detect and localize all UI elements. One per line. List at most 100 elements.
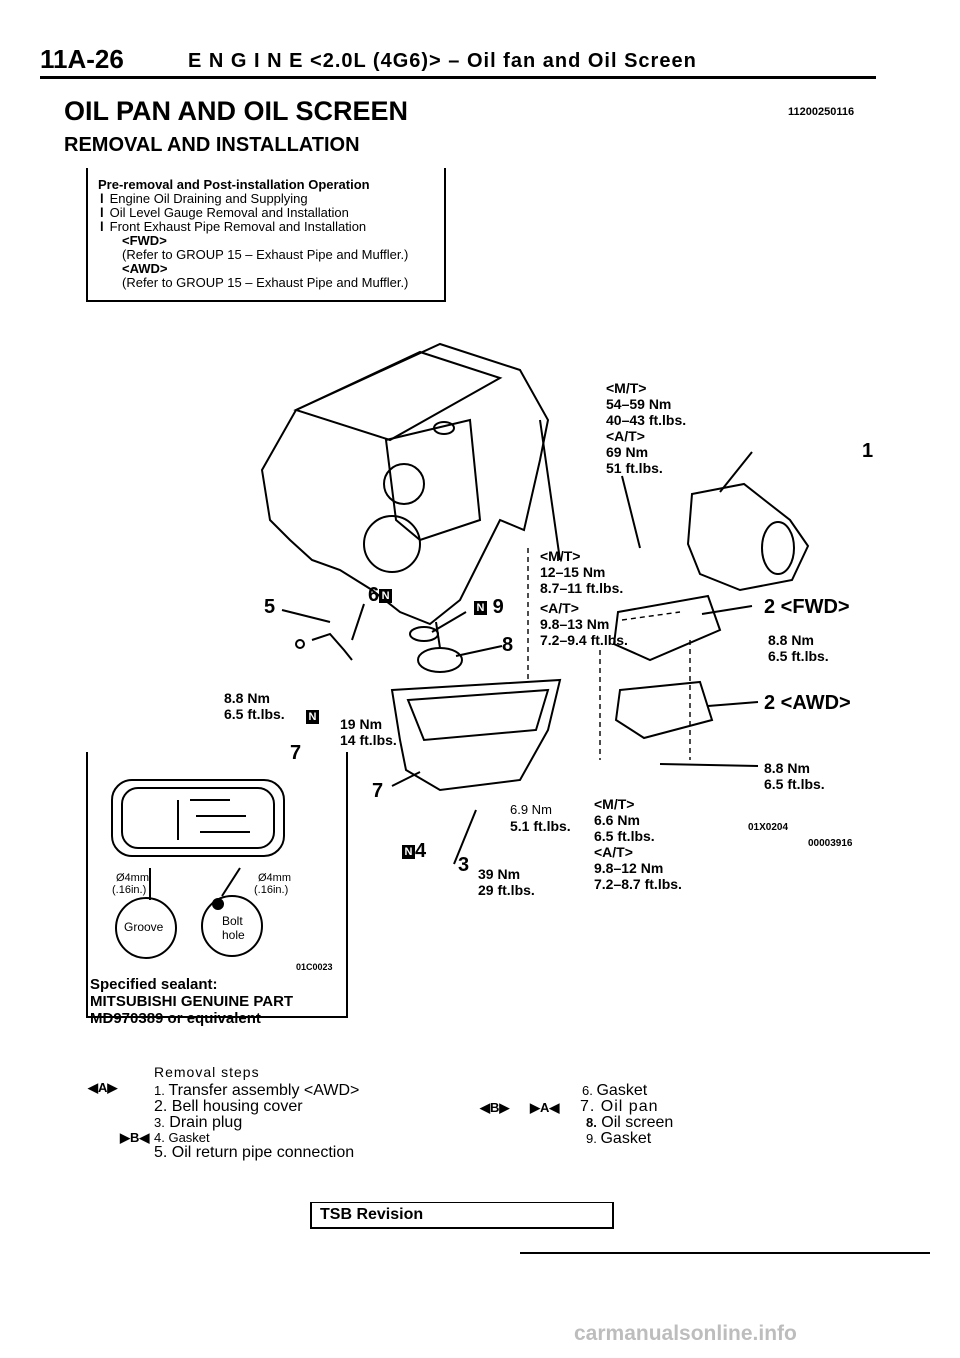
torque-2-at-nm: 9.8–13 Nm [540,616,610,632]
torque-5-nm: 8.8 Nm [764,760,810,776]
torque-9-at: <A/T> [594,844,633,860]
fwd-reference: (Refer to GROUP 15 – Exhaust Pipe and Mu… [122,247,409,262]
torque-1-mt: <M/T> [606,380,647,396]
removal-step-8: 8. Oil screen [586,1114,674,1131]
cam-pulley [383,463,425,505]
torque-9-mt-nm: 6.6 Nm [594,812,640,828]
oil-screen-body [417,647,463,673]
torque-2-mt-nm: 12–15 Nm [540,564,606,580]
oil-filler-cap [433,421,455,435]
sealant-number: MD970389 or equivalent [90,1010,261,1027]
callout-5: 5 [264,596,276,618]
torque-2-at: <A/T> [540,600,579,616]
inset-oil-pan [111,779,285,959]
pre-operation-item: Oil Level Gauge Removal and Installation [100,205,349,221]
new-part-badge-19nm: N [306,708,319,726]
callout-8: 8 [502,634,514,656]
removal-step-2: 2. Bell housing cover [154,1098,303,1115]
tsb-revision-box: TSB Revision [310,1202,614,1229]
engine-front-cover [384,418,482,542]
hole-label: hole [222,928,245,942]
bell-housing-cover-awd [614,680,714,740]
torque-3-nm: 8.8 Nm [768,632,814,648]
pre-operation-item: Front Exhaust Pipe Removal and Installat… [100,219,367,235]
groove-detail-circle [115,897,177,959]
diagram-ref-inset: 01C0023 [296,962,333,972]
torque-4-nm: 8.8 Nm [224,690,270,706]
removal-step-5: 5. Oil return pipe connection [154,1144,355,1161]
bead-right: Ø4mm [258,872,291,884]
new-part-badge: N [402,844,415,859]
pre-operation-box [86,168,446,302]
new-part-badge: N [474,600,487,615]
torque-9-mt: <M/T> [594,796,635,812]
section-title: OIL PAN AND OIL SCREEN [64,96,409,126]
oil-pan-inner [406,688,550,742]
header-title: E N G I N E <2.0L (4G6)> – Oil fan and O… [188,50,697,72]
callout-3: 3 [458,854,470,876]
callout-2-awd: 2 <AWD> [764,692,851,714]
leader-9 [431,611,467,633]
pre-operation-heading: Pre-removal and Post-installation Operat… [98,177,370,192]
torque-7-ft: 5.1 ft.lbs. [510,818,571,834]
removal-step-9: 9. Gasket [586,1130,652,1147]
torque-1-mt-ft: 40–43 ft.lbs. [606,412,687,428]
service-mark-a-pan: ▶A◀ [530,1100,560,1115]
page-number: 11A-26 [40,44,124,74]
oil-return-pipe [311,632,353,661]
engine-valve-cover [293,350,503,442]
crank-pulley [363,515,421,573]
bell-housing-cover-fwd [612,594,722,662]
torque-9-mt-ft: 6.5 ft.lbs. [594,828,655,844]
service-mark-b-pan: ◀B▶ [480,1100,510,1115]
torque-3-ft: 6.5 ft.lbs. [768,648,829,664]
drain-plug-leader [453,809,477,865]
document-id: 11200250116 [788,106,855,118]
torque-2-at-ft: 7.2–9.4 ft.lbs. [540,632,628,648]
sealant-inset-box [86,752,348,1018]
watermark: carmanualsonline.info [574,1322,797,1345]
removal-step-6: 6. Gasket [582,1082,648,1099]
header-rule [40,76,876,79]
torque-1-at: <A/T> [606,428,645,444]
leader-1 [719,451,753,493]
transfer-output-flange [761,521,795,575]
torque-9-at-nm: 9.8–12 Nm [594,860,664,876]
bead-left-in: (.16in.) [112,884,147,896]
callout-7-inset: 7 [290,742,302,764]
torque-2-mt-ft: 8.7–11 ft.lbs. [540,580,624,596]
removal-step-3: 3. Drain plug [154,1114,243,1131]
new-part-badge: N [379,588,393,603]
service-mark-b: ▶B◀ [120,1130,150,1145]
tsb-revision-label: TSB Revision [320,1206,424,1223]
removal-step-7: 7. Oil pan [580,1098,659,1115]
bolt-label: Bolt [222,914,243,928]
leader-t5 [659,763,759,767]
sealant-heading: Specified sealant: [90,976,218,993]
callout-9: N 9 [474,596,504,619]
torque-7-nm: 6.9 Nm [510,802,552,817]
transfer-bolt [621,475,641,549]
awd-reference: (Refer to GROUP 15 – Exhaust Pipe and Mu… [122,275,409,290]
torque-6-ft: 14 ft.lbs. [340,732,397,748]
torque-1-mt-nm: 54–59 Nm [606,396,672,412]
torque-1-at-nm: 69 Nm [606,444,649,460]
bolt-hole-detail-circle [201,895,263,957]
torque-9-at-ft: 7.2–8.7 ft.lbs. [594,876,682,892]
torque-5-ft: 6.5 ft.lbs. [764,776,825,792]
service-mark-a: ◀A▶ [88,1080,118,1095]
torque-8-ft: 29 ft.lbs. [478,882,535,898]
oil-pan-outline [390,678,562,792]
torque-4-ft: 6.5 ft.lbs. [224,706,285,722]
oil-return-pipe-bolt [295,639,305,649]
torque-1-at-ft: 51 ft.lbs. [606,460,663,476]
pre-operation-item: Engine Oil Draining and Supplying [100,191,308,207]
torque-8-nm: 39 Nm [478,866,521,882]
block-line [539,419,561,561]
gasket-9 [409,626,439,642]
fwd-label: <FWD> [122,233,167,248]
leader-5 [281,609,331,623]
